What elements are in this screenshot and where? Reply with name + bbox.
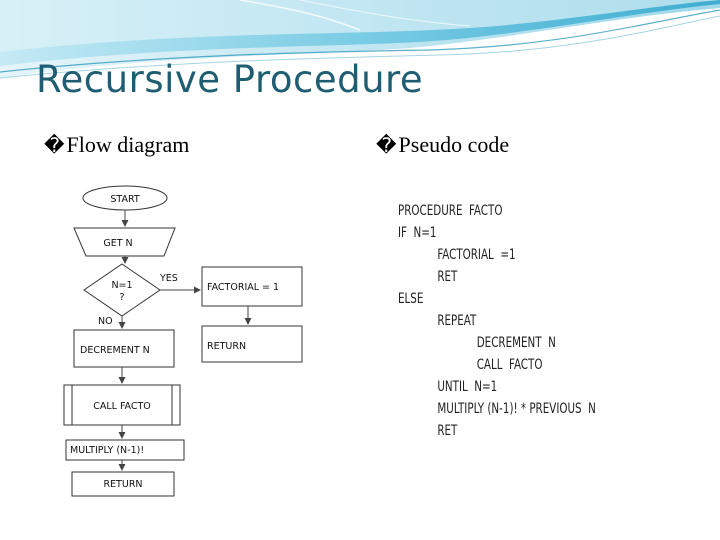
pseudo-code-line: FACTORIAL =1 (437, 247, 516, 263)
factorial-box (201, 266, 303, 307)
factorial-label: FACTORIAL = 1 (207, 282, 279, 293)
no-label: NO (98, 316, 113, 327)
header-wave-decoration (0, 0, 720, 79)
flow-diagram-heading: Flow diagram (66, 132, 190, 157)
start-label: START (110, 194, 140, 205)
return-box-right (201, 325, 303, 363)
pseudo-code-line: RET (437, 423, 458, 439)
bullet-glyph: � (44, 135, 65, 157)
get-n-label: GET N (103, 238, 132, 249)
right-column-heading: �Pseudo code (376, 132, 509, 158)
pseudo-code-line: DECREMENT N (476, 335, 556, 351)
return-bottom-label: RETURN (103, 479, 142, 490)
pseudo-code-heading: Pseudo code (398, 132, 510, 157)
slide-title: Recursive Procedure (36, 58, 424, 101)
pseudo-code-line: MULTIPLY (N-1)! * PREVIOUS N (437, 401, 596, 417)
left-column-heading: �Flow diagram (44, 132, 189, 158)
decrement-label: DECREMENT N (80, 345, 150, 356)
multiply-box (65, 439, 185, 461)
bullet-glyph: � (376, 135, 397, 157)
call-facto-label: CALL FACTO (93, 401, 151, 412)
multiply-label: MULTIPLY (N-1)! (70, 445, 144, 456)
pseudo-code-line: ELSE (398, 291, 424, 307)
pseudo-code-line: REPEAT (437, 313, 477, 329)
pseudo-code-line: IF N=1 (398, 225, 437, 241)
yes-label: YES (159, 273, 178, 284)
get-n-input (73, 227, 176, 257)
pseudo-code-line: PROCEDURE FACTO (398, 203, 503, 219)
decision-label-line1: N=1 (111, 280, 132, 291)
pseudo-code-line: CALL FACTO (476, 357, 543, 373)
return-right-label: RETURN (207, 341, 246, 352)
call-facto-box (63, 384, 181, 426)
flowchart: START GET N N=1 ? YES NO FACTORIAL = 1 R… (63, 185, 303, 497)
pseudo-code-line: RET (437, 269, 458, 285)
decision-label-line2: ? (119, 292, 124, 303)
pseudo-code-line: UNTIL N=1 (437, 379, 498, 395)
decrement-box (73, 329, 175, 368)
return-box-bottom (71, 471, 175, 497)
